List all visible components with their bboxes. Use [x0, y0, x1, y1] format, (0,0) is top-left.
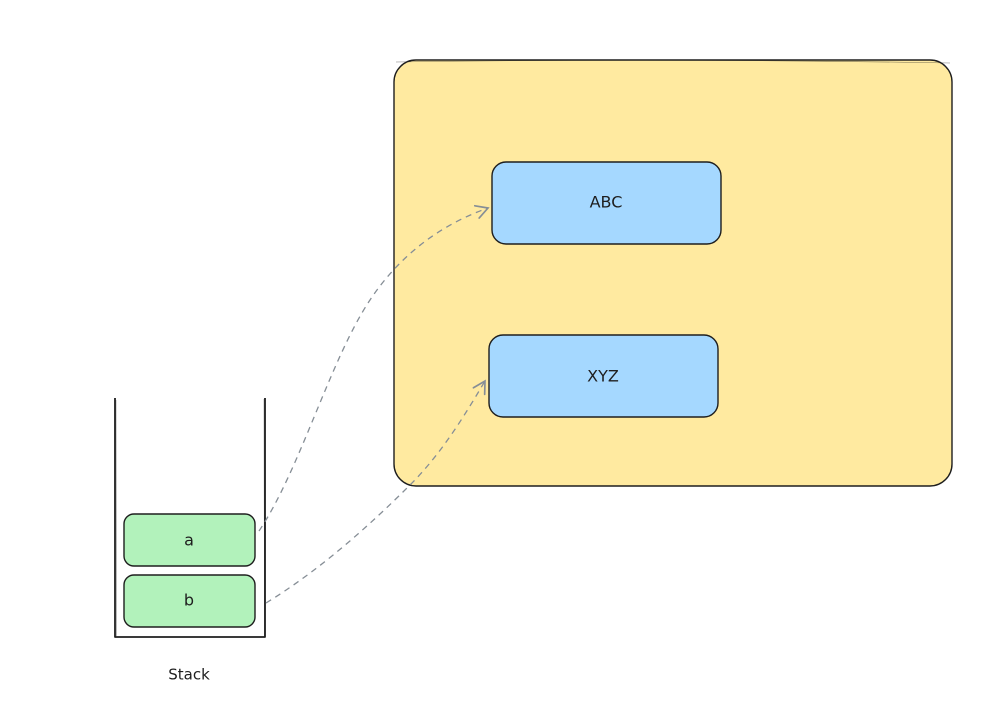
- heap-object-xyz[interactable]: XYZ: [488, 334, 719, 418]
- stack-frame-a[interactable]: a: [123, 513, 256, 567]
- heap-object-abc-label: ABC: [590, 193, 623, 212]
- stack-container: [114, 398, 266, 638]
- stack-frame-a-label: a: [184, 531, 194, 550]
- heap-region[interactable]: [393, 59, 953, 487]
- stack-frame-b[interactable]: b: [123, 574, 256, 628]
- stack-frame-b-label: b: [184, 591, 194, 610]
- stack-caption: Stack: [168, 666, 210, 684]
- heap-object-abc[interactable]: ABC: [491, 161, 722, 245]
- heap-object-xyz-label: XYZ: [587, 367, 619, 386]
- reference-arrow-a-to-abc[interactable]: [258, 204, 490, 532]
